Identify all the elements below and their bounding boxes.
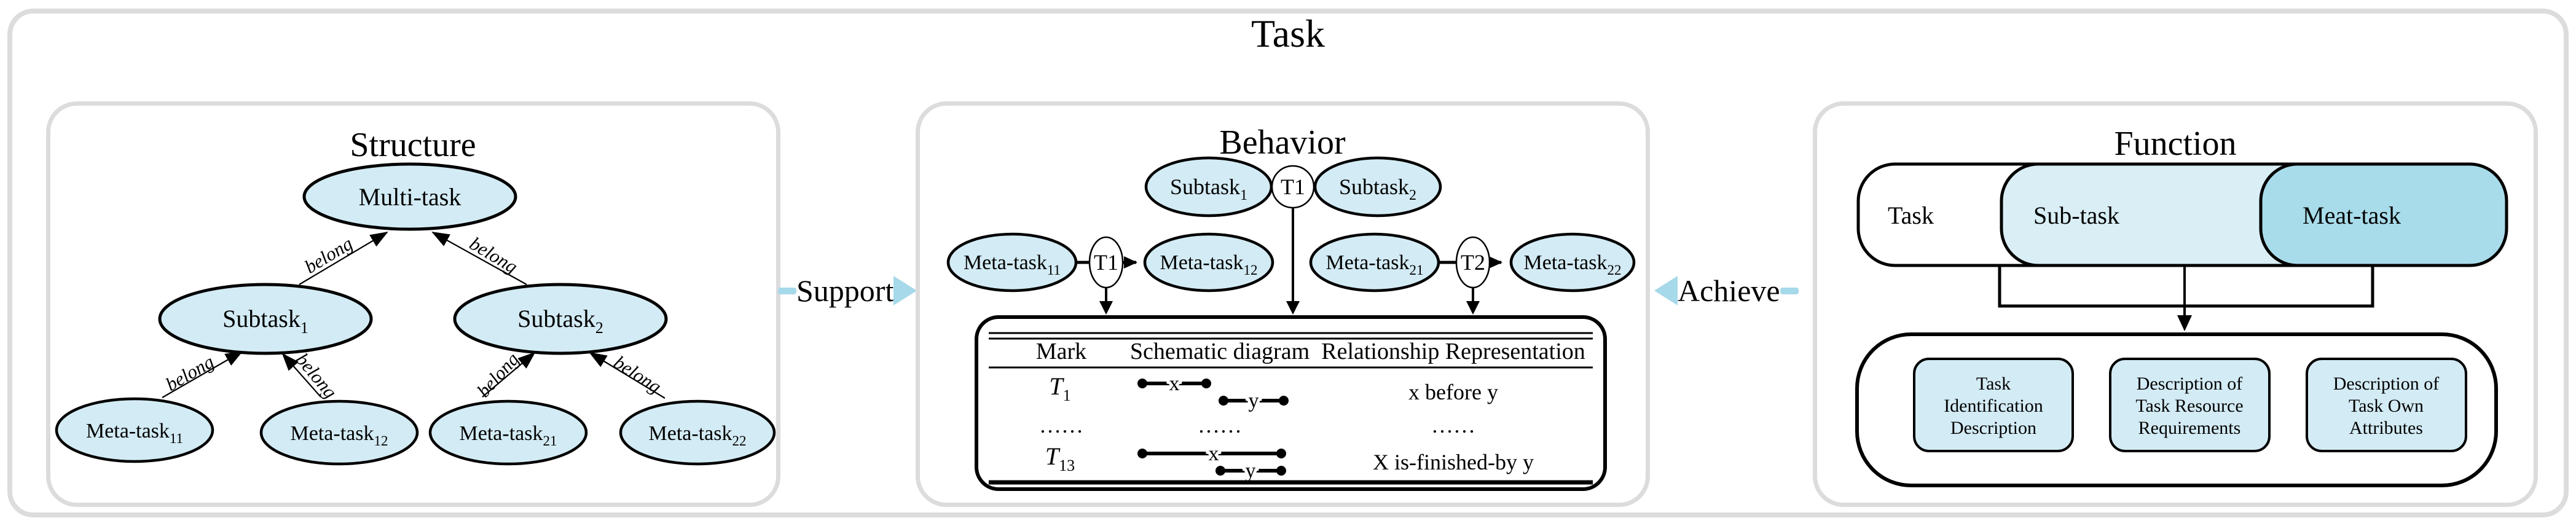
function-diagram: Function Task Sub-task Meat-task Task Id… bbox=[1855, 125, 2508, 487]
edge-meta22-subtask2 bbox=[589, 351, 666, 399]
row2-dots-schematic: …… bbox=[1198, 413, 1242, 438]
structure-diagram: Structure belong belong belong belong be… bbox=[55, 126, 776, 466]
box-own-attributes bbox=[2306, 358, 2467, 452]
row3-y-endpoint-left bbox=[1215, 466, 1225, 476]
box-task-identification bbox=[1913, 358, 2074, 452]
box3-line1: Description of bbox=[2333, 374, 2439, 394]
box2-line3: Requirements bbox=[2138, 418, 2241, 438]
box1-line2: Identification bbox=[1944, 396, 2043, 416]
meta11-label: Meta-task11 bbox=[86, 420, 183, 446]
subtask1-label: Subtask1 bbox=[222, 305, 308, 337]
pill-meattask-label: Meat-task bbox=[2303, 202, 2401, 229]
box2-line1: Description of bbox=[2137, 374, 2242, 394]
b-meta12-ellipse bbox=[1143, 232, 1274, 292]
row1-mark: T1 bbox=[1049, 372, 1070, 404]
row3-y-label: y bbox=[1246, 460, 1256, 482]
b-meta11-ellipse bbox=[946, 232, 1078, 292]
pill-subtask-label: Sub-task bbox=[2033, 202, 2119, 229]
behavior-panel: Behavior Subtask1 Subtask2 T1 Meta-task1… bbox=[916, 101, 1650, 507]
row1-x-label: x bbox=[1169, 372, 1180, 395]
row1-x-endpoint-left bbox=[1137, 379, 1147, 388]
b-subtask1-label: Subtask1 bbox=[1170, 175, 1247, 203]
row3-x-endpoint-left bbox=[1137, 449, 1147, 458]
box3-line3: Attributes bbox=[2349, 418, 2423, 438]
belong-label-5: belong bbox=[473, 348, 523, 401]
row3-x-label: x bbox=[1209, 442, 1219, 465]
behavior-title: Behavior bbox=[1219, 124, 1346, 162]
meta12-ellipse bbox=[259, 399, 419, 466]
pill-meattask bbox=[2259, 162, 2508, 267]
row3-mark: T13 bbox=[1045, 442, 1075, 474]
support-dash-icon bbox=[778, 287, 796, 294]
achieve-arrow-left-icon bbox=[1654, 276, 1678, 305]
table-header-schematic: Schematic diagram bbox=[1130, 339, 1310, 364]
meta22-ellipse bbox=[619, 399, 776, 466]
pill-bracket bbox=[1998, 266, 2374, 308]
function-panel: Function Task Sub-task Meat-task Task Id… bbox=[1813, 101, 2538, 507]
achieve-dash-icon bbox=[1780, 287, 1799, 294]
row3-y-endpoint-right bbox=[1276, 466, 1286, 476]
row1-y-label: y bbox=[1249, 390, 1259, 412]
meta21-label: Meta-task21 bbox=[460, 422, 557, 449]
table-header-mark: Mark bbox=[1036, 339, 1086, 364]
row1-y-endpoint-left bbox=[1219, 396, 1228, 406]
b-meta22-ellipse bbox=[1509, 232, 1636, 292]
edge-subtask2-multitask bbox=[431, 232, 527, 285]
b-meta12-label: Meta-task12 bbox=[1160, 251, 1258, 278]
multi-task-label: Multi-task bbox=[359, 183, 461, 211]
edge-meta12-subtask1 bbox=[281, 353, 321, 398]
row1-relation: x before y bbox=[1408, 380, 1498, 404]
pill-task-label: Task bbox=[1888, 202, 1934, 229]
structure-title: Structure bbox=[350, 126, 476, 164]
junction-t1-top-label: T1 bbox=[1281, 175, 1305, 199]
subtask1-ellipse bbox=[158, 283, 373, 355]
row3-relation: X is-finished-by y bbox=[1373, 450, 1534, 474]
box3-line2: Task Own bbox=[2349, 396, 2424, 416]
belong-label-4: belong bbox=[292, 349, 342, 402]
relation-table-frame bbox=[975, 315, 1607, 491]
table-header-relationship: Relationship Representation bbox=[1321, 339, 1585, 364]
support-arrow-right-icon bbox=[893, 276, 917, 305]
b-meta21-ellipse bbox=[1309, 232, 1440, 292]
row2-dots-relation: …… bbox=[1431, 413, 1475, 438]
junction-t2-right-label: T2 bbox=[1461, 250, 1485, 275]
behavior-diagram: Behavior Subtask1 Subtask2 T1 Meta-task1… bbox=[946, 124, 1636, 491]
meta12-label: Meta-task12 bbox=[291, 422, 388, 449]
belong-label-3: belong bbox=[162, 351, 218, 395]
multi-task-ellipse bbox=[302, 162, 517, 231]
achieve-label: Achieve bbox=[1678, 273, 1780, 308]
belong-label-2: belong bbox=[466, 232, 521, 277]
edge-meta21-subtask2 bbox=[482, 351, 536, 398]
meta11-ellipse bbox=[55, 397, 214, 463]
belong-label-1: belong bbox=[300, 232, 356, 277]
subtask2-ellipse bbox=[453, 283, 668, 355]
meta22-label: Meta-task22 bbox=[649, 422, 747, 449]
belong-label-6: belong bbox=[610, 351, 666, 398]
meta21-ellipse bbox=[428, 399, 588, 466]
structure-panel: Structure belong belong belong belong be… bbox=[46, 101, 780, 507]
row3-x-endpoint-right bbox=[1276, 449, 1286, 458]
support-connector: Support bbox=[778, 275, 917, 306]
box-resource-requirements bbox=[2109, 358, 2271, 452]
edge-meta11-subtask1 bbox=[162, 351, 243, 398]
b-subtask2-ellipse bbox=[1313, 156, 1442, 218]
function-title: Function bbox=[2114, 125, 2236, 163]
b-meta21-label: Meta-task21 bbox=[1326, 251, 1424, 278]
achieve-connector: Achieve bbox=[1654, 275, 1799, 306]
b-meta11-label: Meta-task11 bbox=[964, 251, 1061, 278]
b-meta22-label: Meta-task22 bbox=[1524, 251, 1622, 278]
box1-line3: Description bbox=[1950, 418, 2036, 438]
junction-t1-left-label: T1 bbox=[1094, 250, 1118, 275]
box2-line2: Task Resource bbox=[2135, 396, 2243, 416]
support-label: Support bbox=[796, 273, 894, 308]
edge-subtask1-multitask bbox=[299, 231, 388, 285]
box1-line1: Task bbox=[1976, 374, 2011, 394]
b-subtask2-label: Subtask2 bbox=[1339, 175, 1416, 203]
subtask2-label: Subtask2 bbox=[517, 305, 603, 337]
page-title: Task bbox=[1251, 12, 1325, 55]
row1-y-endpoint-right bbox=[1279, 396, 1289, 406]
row1-x-endpoint-right bbox=[1201, 379, 1211, 388]
row2-dots-mark: …… bbox=[1039, 413, 1083, 438]
